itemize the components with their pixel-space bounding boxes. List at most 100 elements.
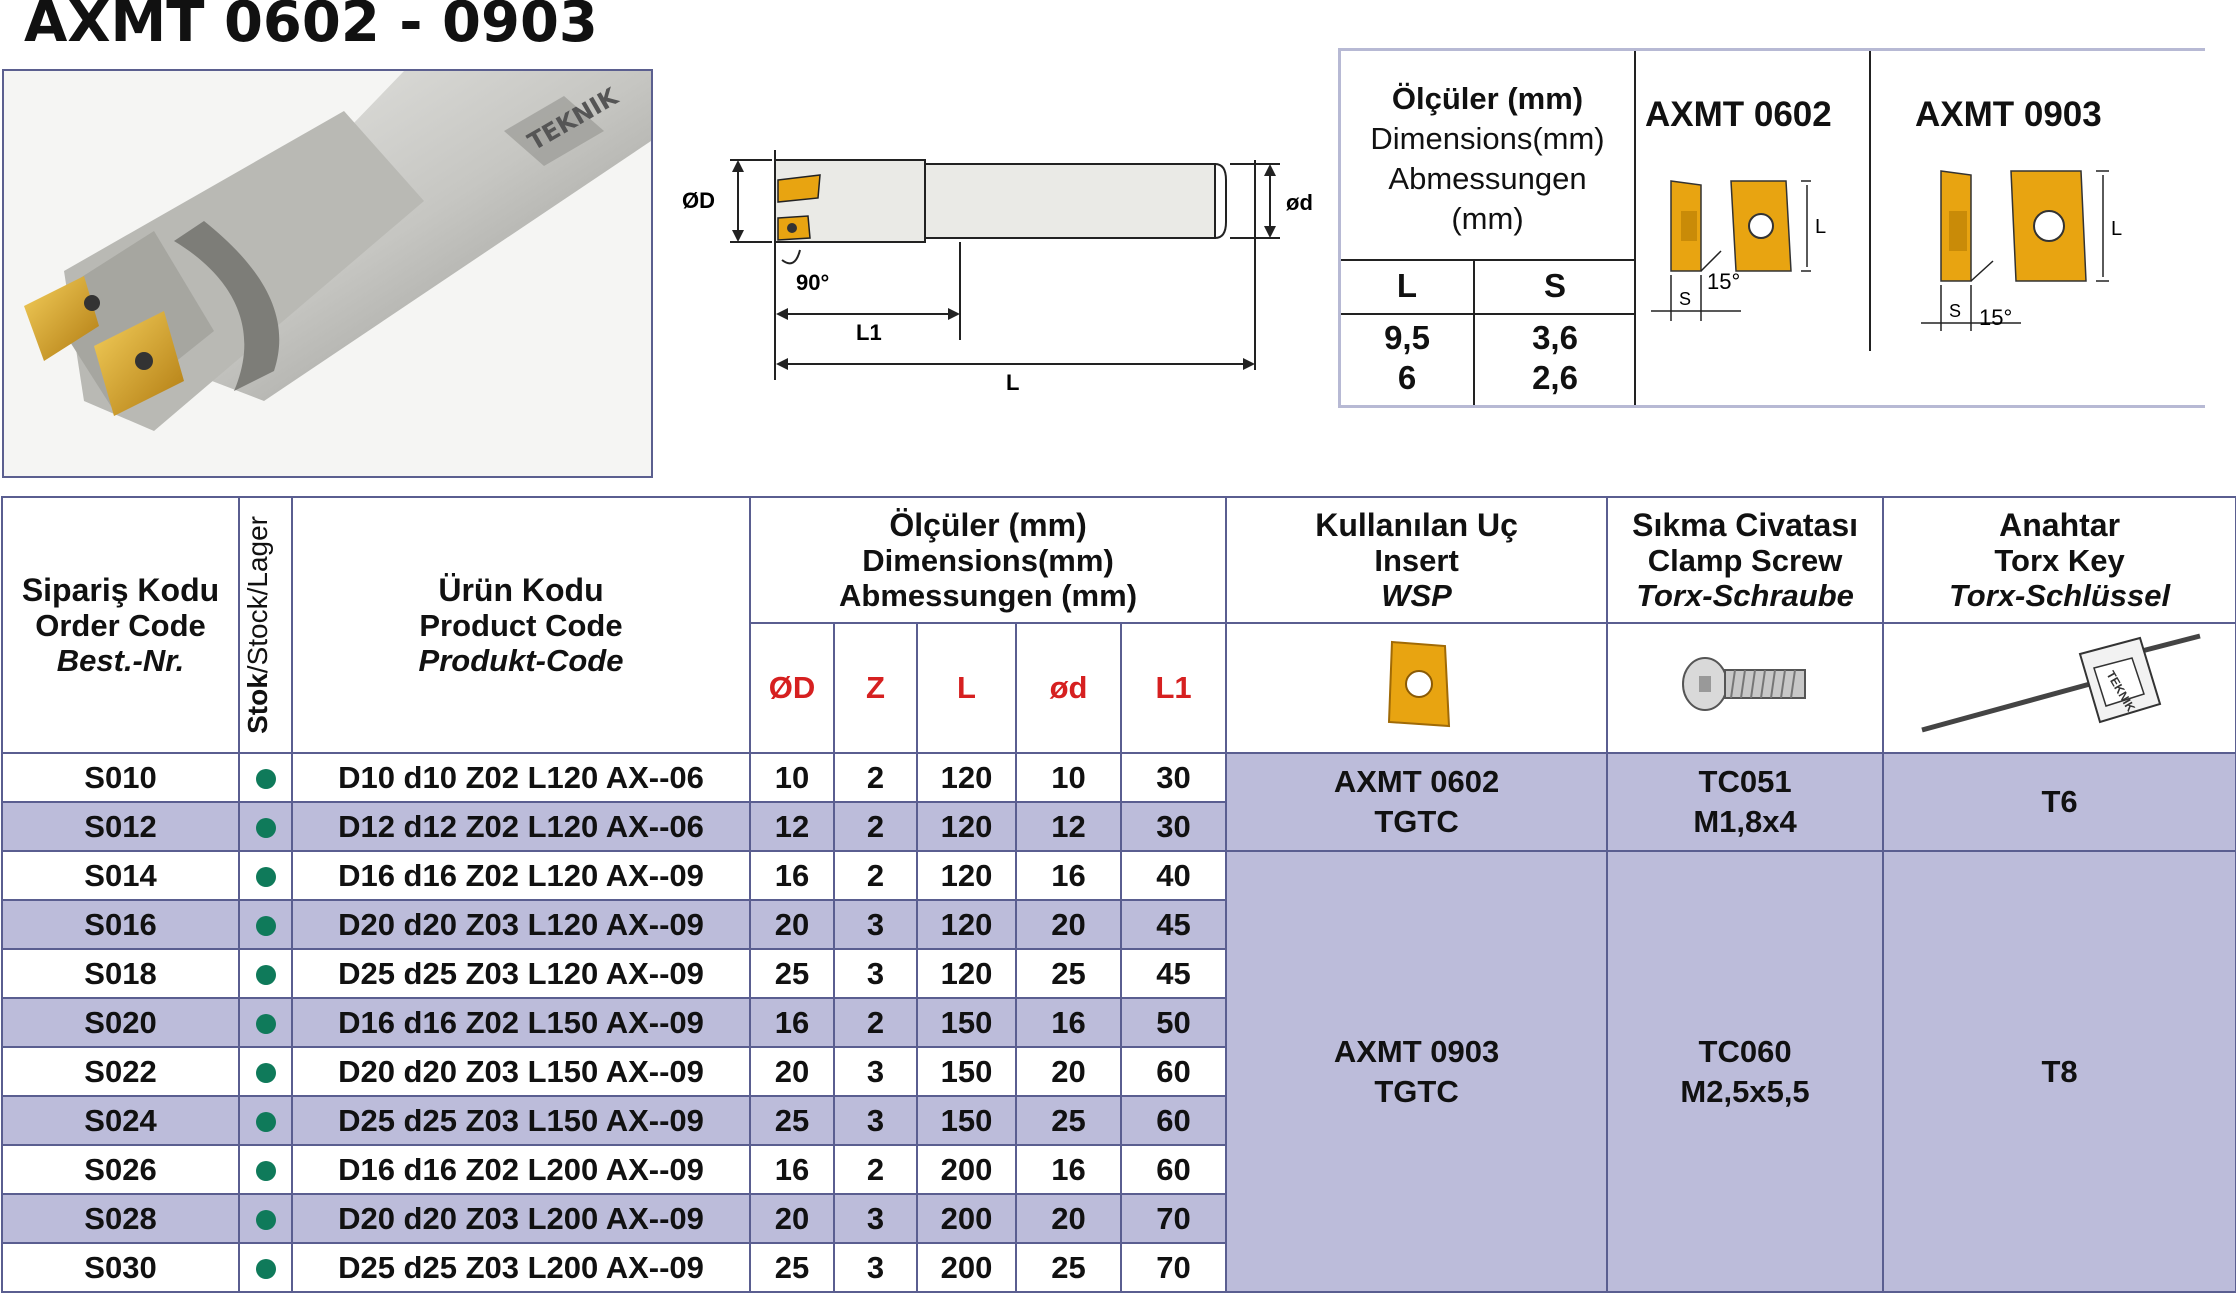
stock-indicator-icon <box>255 965 276 986</box>
stock-cell <box>238 1095 293 1146</box>
od-cell: 16 <box>749 850 835 901</box>
header-insert: Kullanılan Uç Insert WSP <box>1225 496 1609 624</box>
spec-header-de: Abmessungen <box>1388 161 1587 196</box>
stock-indicator-icon <box>255 1112 276 1133</box>
l1-cell: 30 <box>1119 752 1228 803</box>
end-mill-photo-image: TEKNIK <box>4 71 651 476</box>
od-cell: 25 <box>749 1242 835 1293</box>
insert-cell-2-insert2: TGTC <box>1374 1073 1459 1109</box>
order-code-cell: S020 <box>1 997 240 1048</box>
od-cell: 10 <box>749 752 835 803</box>
key-image-cell: TEKNIK <box>1882 622 2236 754</box>
d-cell: 20 <box>1015 1193 1122 1244</box>
l-cell: 150 <box>916 997 1017 1048</box>
col-z: Z <box>833 622 918 754</box>
insert-0903-title: AXMT 0903 <box>1915 95 2102 134</box>
header-order-tr: Sipariş Kodu <box>21 571 220 608</box>
product-code-cell: D12 d12 Z02 L120 AX--06 <box>291 801 751 852</box>
z-cell: 3 <box>833 948 918 999</box>
header-product-tr: Ürün Kodu <box>438 571 604 608</box>
header-screw-de: Torx-Schraube <box>1636 577 1854 613</box>
od-cell: 16 <box>749 1144 835 1195</box>
stock-cell <box>238 1193 293 1244</box>
z-cell: 3 <box>833 1193 918 1244</box>
screw-cell-2-screw2: M2,5x5,5 <box>1680 1073 1810 1109</box>
z-cell: 3 <box>833 1046 918 1097</box>
d-cell: 20 <box>1015 1046 1122 1097</box>
d-cell: 10 <box>1015 752 1122 803</box>
insert-0602-l: L <box>1815 216 1826 238</box>
order-code-cell: S018 <box>1 948 240 999</box>
l-cell: 120 <box>916 948 1017 999</box>
header-stock: Stok/Stock/Lager <box>238 496 293 754</box>
spec-header-en: Dimensions(mm) <box>1370 121 1605 156</box>
header-insert-de: WSP <box>1381 577 1452 613</box>
product-code-cell: D16 d16 Z02 L120 AX--09 <box>291 850 751 901</box>
l-cell: 200 <box>916 1242 1017 1293</box>
insert-image-cell <box>1225 622 1609 754</box>
screw-cell-1-screw1: TC051 <box>1698 764 1792 799</box>
spec-l-2: 6 <box>1397 359 1417 396</box>
insert-0903-angle: 15° <box>1979 305 2012 330</box>
order-code-cell: S024 <box>1 1095 240 1146</box>
spec-l-1: 9,5 <box>1384 319 1430 356</box>
product-code-cell: D20 d20 Z03 L150 AX--09 <box>291 1046 751 1097</box>
spec-header-unit: (mm) <box>1451 201 1524 236</box>
l1-label: L1 <box>856 320 882 345</box>
l-label: L <box>1006 370 1019 395</box>
header-product-de: Produkt-Code <box>418 642 624 678</box>
page-title: AXMT 0602 - 0903 <box>24 0 598 55</box>
z-cell: 2 <box>833 801 918 852</box>
stock-cell <box>238 1046 293 1097</box>
stock-indicator-icon <box>255 916 276 937</box>
d-cell: 25 <box>1015 1242 1122 1293</box>
product-code-cell: D20 d20 Z03 L120 AX--09 <box>291 899 751 950</box>
product-code-cell: D25 d25 Z03 L200 AX--09 <box>291 1242 751 1293</box>
insert-0602-drawing: S L 15° <box>1651 180 1826 321</box>
order-code-cell: S010 <box>1 752 240 803</box>
header-key-tr: Anahtar <box>1999 506 2121 543</box>
header-dims-tr: Ölçüler (mm) <box>889 506 1087 543</box>
d-label: ød <box>1286 190 1313 215</box>
l1-cell: 60 <box>1119 1046 1228 1097</box>
od-cell: 12 <box>749 801 835 852</box>
order-code-cell: S026 <box>1 1144 240 1195</box>
header-order-de: Best.-Nr. <box>56 642 185 678</box>
insert-cell-1-insert2: TGTC <box>1374 804 1459 839</box>
header-stock-tr: Stok <box>242 673 273 734</box>
z-cell: 2 <box>833 752 918 803</box>
d-cell: 25 <box>1015 1095 1122 1146</box>
header-screw-en: Clamp Screw <box>1647 542 1843 578</box>
stock-indicator-icon <box>255 867 276 888</box>
product-code-cell: D10 d10 Z02 L120 AX--06 <box>291 752 751 803</box>
divider <box>1341 313 1634 315</box>
key-cell-1: T6 <box>1882 752 2236 852</box>
screw-cell-2-screw1: TC060 <box>1698 1033 1792 1069</box>
z-cell: 2 <box>833 997 918 1048</box>
header-order-en: Order Code <box>35 607 206 643</box>
l1-cell: 30 <box>1119 801 1228 852</box>
stock-indicator-icon <box>255 769 276 790</box>
stock-indicator-icon <box>255 1161 276 1182</box>
header-insert-en: Insert <box>1374 542 1459 578</box>
header-insert-tr: Kullanılan Uç <box>1315 506 1518 543</box>
divider <box>1341 259 1634 261</box>
d-cell: 16 <box>1015 850 1122 901</box>
insert-0903-s: S <box>1949 301 1961 321</box>
product-table: Sipariş Kodu Order Code Best.-Nr. Stok/S… <box>1 496 2236 1293</box>
od-cell: 20 <box>749 899 835 950</box>
header-key-en: Torx Key <box>1994 542 2125 578</box>
order-code-cell: S016 <box>1 899 240 950</box>
col-l: L <box>916 622 1017 754</box>
d-cell: 20 <box>1015 899 1122 950</box>
product-code-cell: D25 d25 Z03 L150 AX--09 <box>291 1095 751 1146</box>
